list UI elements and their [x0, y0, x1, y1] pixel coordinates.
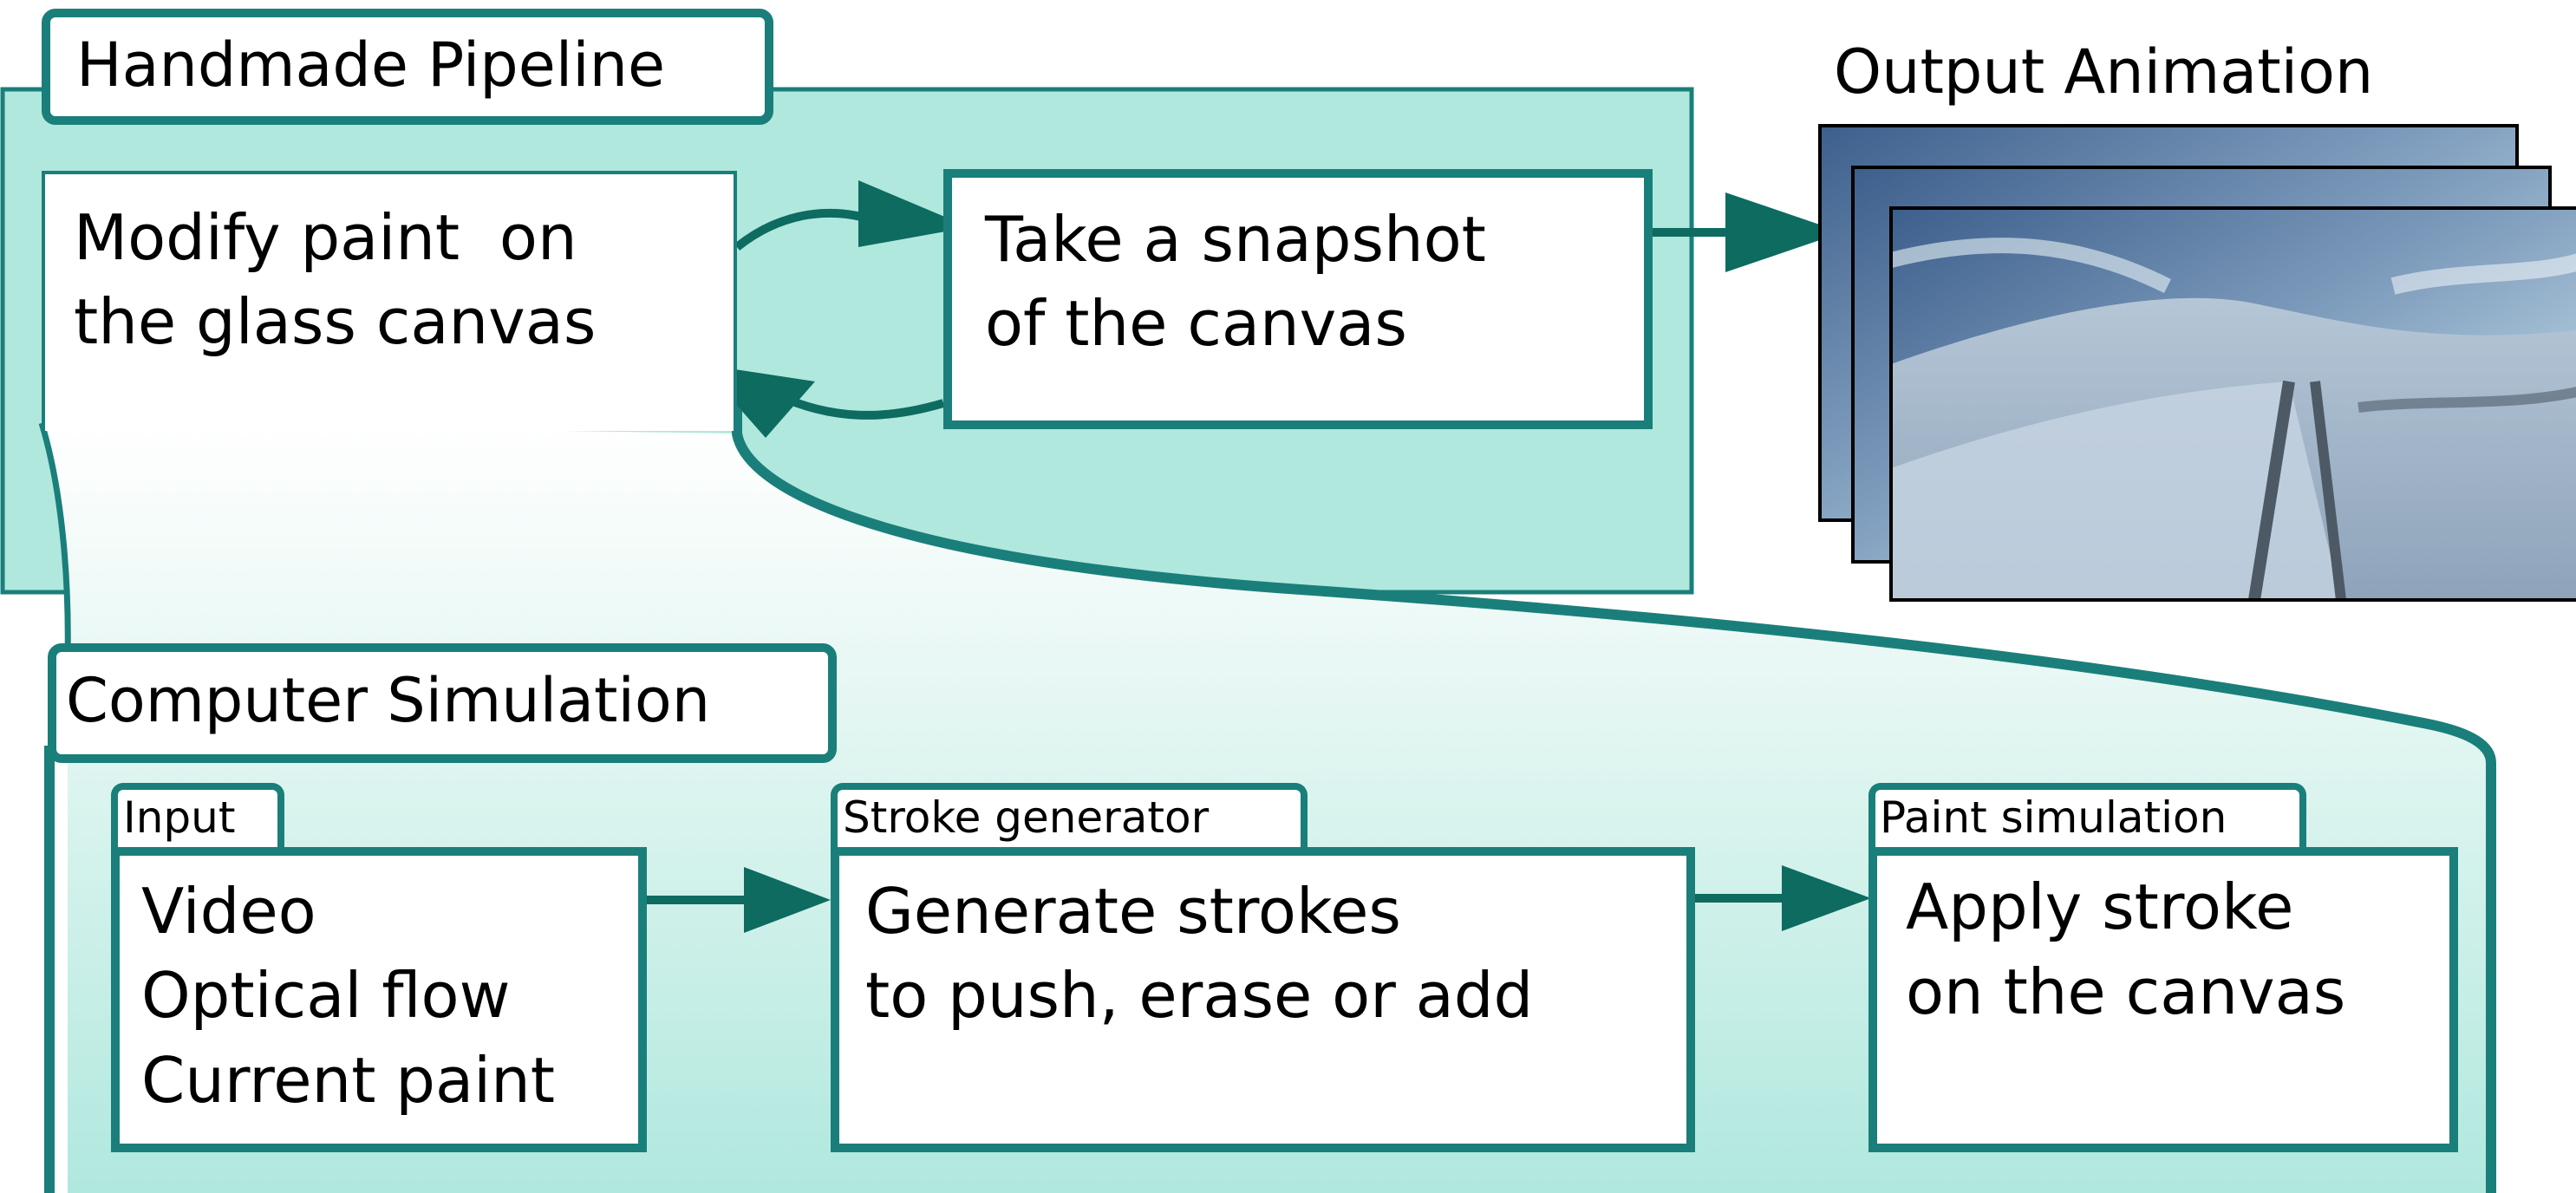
- snapshot-line-2: of the canvas: [985, 287, 1407, 360]
- input-line-3: Current paint: [141, 1044, 555, 1117]
- snapshot-box: [943, 169, 1653, 429]
- connector-left: [38, 421, 71, 660]
- stroke-generator-tab-label: Stroke generator: [843, 792, 1210, 843]
- input-box: [111, 847, 647, 1152]
- computer-simulation-title-box: [48, 643, 837, 763]
- handmade-pipeline-title: Handmade Pipeline: [76, 29, 666, 101]
- modify-paint-line-1: Modify paint on: [74, 201, 577, 274]
- stroke-generator-box: [831, 847, 1695, 1152]
- output-animation-title: Output Animation: [1834, 36, 2374, 108]
- arrow-input-to-stroke-head: [744, 867, 831, 933]
- stroke-generator-line-2: to push, erase or add: [865, 959, 1534, 1032]
- paint-simulation-tab-label: Paint simulation: [1880, 792, 2227, 843]
- connector-right: [732, 399, 2496, 1193]
- computer-simulation-title: Computer Simulation: [66, 665, 711, 736]
- input-tab-label: Input: [123, 792, 236, 843]
- modify-paint-line-2: the glass canvas: [74, 285, 597, 358]
- modify-paint-box: [42, 171, 737, 431]
- output-frame-3: [1889, 206, 2576, 602]
- paint-simulation-line-2: on the canvas: [1906, 955, 2346, 1028]
- stroke-generator-tab: [831, 783, 1308, 852]
- paint-simulation-tab: [1868, 783, 2306, 852]
- paint-simulation-line-1: Apply stroke: [1906, 870, 2294, 943]
- paint-simulation-box: [1868, 847, 2458, 1152]
- stroke-generator-line-1: Generate strokes: [865, 875, 1401, 948]
- loop-arrow-bottom: [773, 390, 945, 420]
- snapshot-line-1: Take a snapshot: [985, 203, 1486, 276]
- input-line-1: Video: [141, 875, 316, 948]
- handmade-pipeline-title-box: [42, 9, 773, 125]
- loop-arrow-top-head: [858, 180, 969, 247]
- input-tab: [111, 783, 284, 852]
- arrow-to-output-head: [1725, 192, 1842, 272]
- input-line-2: Optical flow: [141, 959, 511, 1032]
- arrow-stroke-to-paint-head: [1782, 865, 1871, 931]
